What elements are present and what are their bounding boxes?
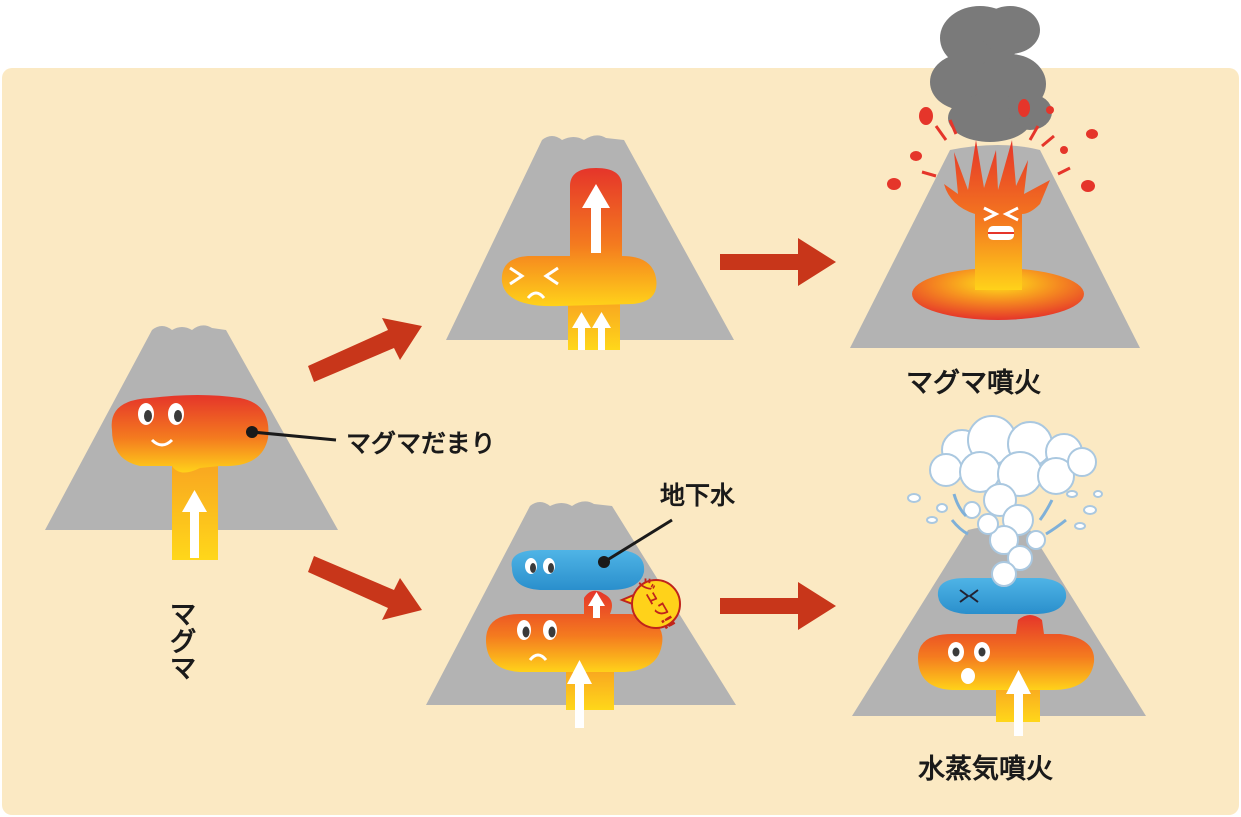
up-arrow-icon (1006, 670, 1031, 736)
volcano-groundwater-contact: ジュワ!! (426, 501, 736, 728)
up-arrow-icon (572, 312, 591, 350)
volcano-magmatic-eruption (850, 6, 1140, 348)
smoke-cloud-icon (930, 6, 1052, 142)
flow-arrow-icon (720, 582, 836, 630)
groundwater-blob (511, 550, 645, 590)
up-arrow-icon (567, 660, 592, 728)
magma-chamber-blob (486, 590, 663, 672)
flow-arrow-icon (308, 318, 422, 382)
magma-chamber-blob (918, 615, 1095, 690)
magmatic-eruption-label: マグマ噴火 (906, 367, 1041, 399)
magma-chamber-blob (111, 395, 269, 473)
magma-chamber-label: マグマだまり (346, 429, 496, 458)
volcano-phreatic-eruption (852, 415, 1146, 736)
up-arrow-icon (592, 312, 611, 350)
magma-chamber-blob (912, 268, 1084, 320)
up-arrow-icon (588, 592, 605, 618)
groundwater-label: 地下水 (660, 481, 736, 510)
volcano-initial (45, 325, 338, 560)
magma-label: マグマ (165, 600, 196, 681)
flow-arrow-icon (720, 238, 836, 286)
groundwater-blob (937, 578, 1067, 614)
steam-cloud-icon (929, 415, 1097, 587)
flow-arrow-icon (308, 556, 422, 620)
magma-chamber-blob (501, 168, 657, 307)
groundwater-pointer (603, 518, 673, 564)
up-arrow-icon (182, 490, 207, 558)
phreatic-eruption-label: 水蒸気噴火 (918, 753, 1053, 785)
volcano-rising-magma (446, 135, 734, 350)
magma-chamber-pointer (251, 430, 337, 442)
up-arrow-icon (582, 184, 610, 253)
